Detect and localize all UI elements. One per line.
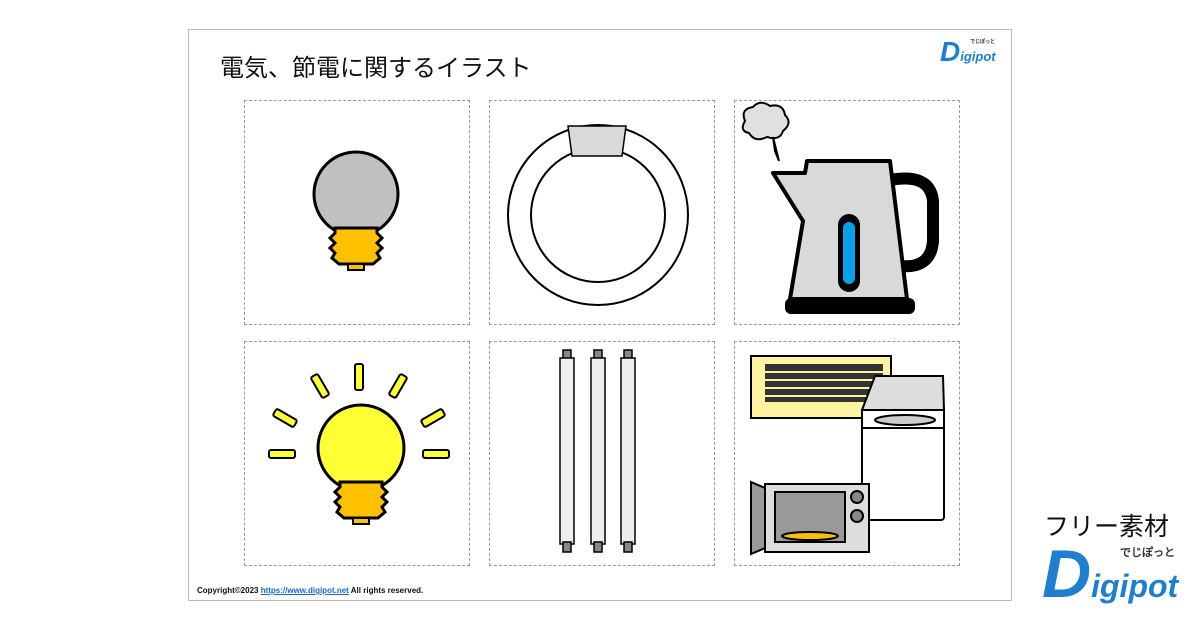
copyright-footer: Copyright©2023 https://www.digipot.net A… (197, 586, 423, 595)
illustration-kettle[interactable] (734, 100, 960, 325)
logo-kana: でじぽっと (1120, 547, 1175, 559)
fluorescent-tubes-icon (559, 349, 636, 553)
slide-frame (188, 29, 1012, 601)
kettle-icon (741, 101, 939, 314)
free-material-label: フリー素材 (1044, 512, 1170, 541)
copyright-text: Copyright©2023 (197, 586, 259, 595)
illustration-circular-lamp[interactable] (489, 100, 715, 325)
bulb-on-icon (268, 363, 450, 525)
home-appliances-icon (750, 355, 945, 556)
logo-text: igipot (1091, 568, 1179, 604)
illustration-light-bulb-on[interactable] (244, 341, 470, 566)
illustration-fluorescent-tubes[interactable] (489, 341, 715, 566)
page-title: 電気、節電に関するイラスト (220, 54, 532, 82)
logo-initial: D (1042, 536, 1092, 612)
rights-text: All rights reserved. (350, 586, 424, 595)
site-link[interactable]: https://www.digipot.net (260, 586, 349, 595)
illustration-home-appliances[interactable] (734, 341, 960, 566)
illustration-light-bulb-off[interactable] (244, 100, 470, 325)
circular-lamp-icon (507, 124, 689, 306)
microwave-icon (750, 480, 870, 556)
bulb-off-icon (312, 150, 400, 271)
washing-machine-icon (861, 375, 945, 521)
